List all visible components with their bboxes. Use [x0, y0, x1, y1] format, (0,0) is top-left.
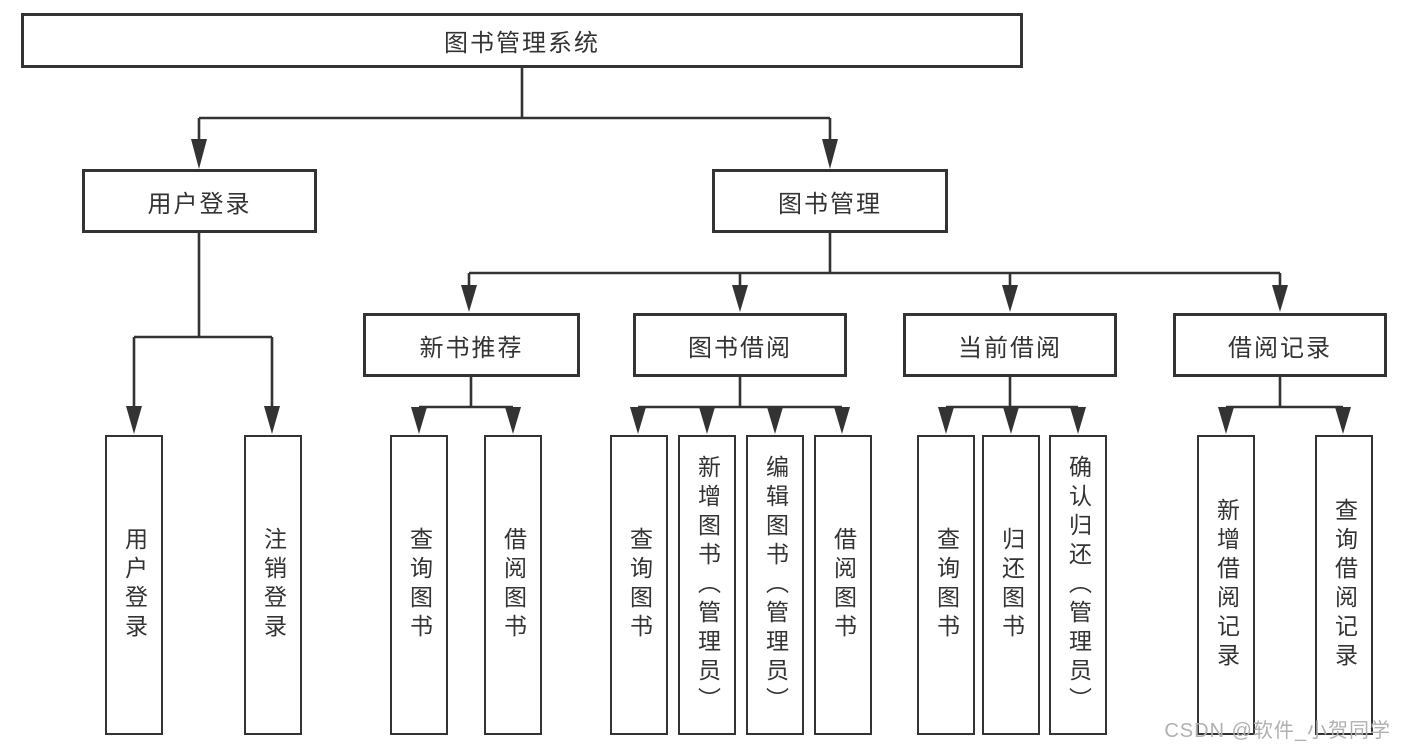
leaf-label: 编辑图书（管理员） — [762, 454, 789, 716]
leaf-query-books-recommend: 查询图书 — [390, 435, 448, 735]
node-new-book-recommend: 新书推荐 — [363, 313, 580, 377]
leaf-label: 新增借阅记录 — [1213, 498, 1240, 672]
leaf-query-books-borrow: 查询图书 — [610, 435, 668, 735]
leaf-logout: 注销登录 — [244, 435, 302, 735]
leaf-label: 确认归还（管理员） — [1065, 454, 1092, 716]
leaf-label: 注销登录 — [260, 527, 287, 643]
leaf-label: 归还图书 — [998, 527, 1025, 643]
leaf-borrow-books-recommend: 借阅图书 — [484, 435, 542, 735]
leaf-label: 借阅图书 — [830, 527, 857, 643]
leaf-label: 查询图书 — [626, 527, 653, 643]
leaf-add-books-admin: 新增图书（管理员） — [678, 435, 736, 735]
node-book-borrow: 图书借阅 — [633, 313, 847, 377]
leaf-confirm-return-admin: 确认归还（管理员） — [1049, 435, 1107, 735]
leaf-borrow-books: 借阅图书 — [814, 435, 872, 735]
node-borrow-records: 借阅记录 — [1173, 313, 1387, 377]
node-book-management: 图书管理 — [712, 169, 948, 233]
leaf-label: 新增图书（管理员） — [694, 454, 721, 716]
leaf-add-borrow-record: 新增借阅记录 — [1197, 435, 1255, 735]
node-user-login: 用户登录 — [82, 169, 317, 233]
leaf-label: 借阅图书 — [500, 527, 527, 643]
leaf-user-login: 用户登录 — [105, 435, 163, 735]
leaf-label: 用户登录 — [121, 527, 148, 643]
leaf-return-books: 归还图书 — [982, 435, 1040, 735]
leaf-query-books-current: 查询图书 — [917, 435, 975, 735]
csdn-watermark: CSDN @软件_小贺同学 — [1164, 720, 1391, 742]
leaf-label: 查询图书 — [406, 527, 433, 643]
leaf-query-borrow-record: 查询借阅记录 — [1315, 435, 1373, 735]
leaf-label: 查询借阅记录 — [1331, 498, 1358, 672]
node-current-borrow: 当前借阅 — [903, 313, 1117, 377]
leaf-label: 查询图书 — [933, 527, 960, 643]
leaf-edit-books-admin: 编辑图书（管理员） — [746, 435, 804, 735]
node-root-library-system: 图书管理系统 — [21, 13, 1023, 68]
